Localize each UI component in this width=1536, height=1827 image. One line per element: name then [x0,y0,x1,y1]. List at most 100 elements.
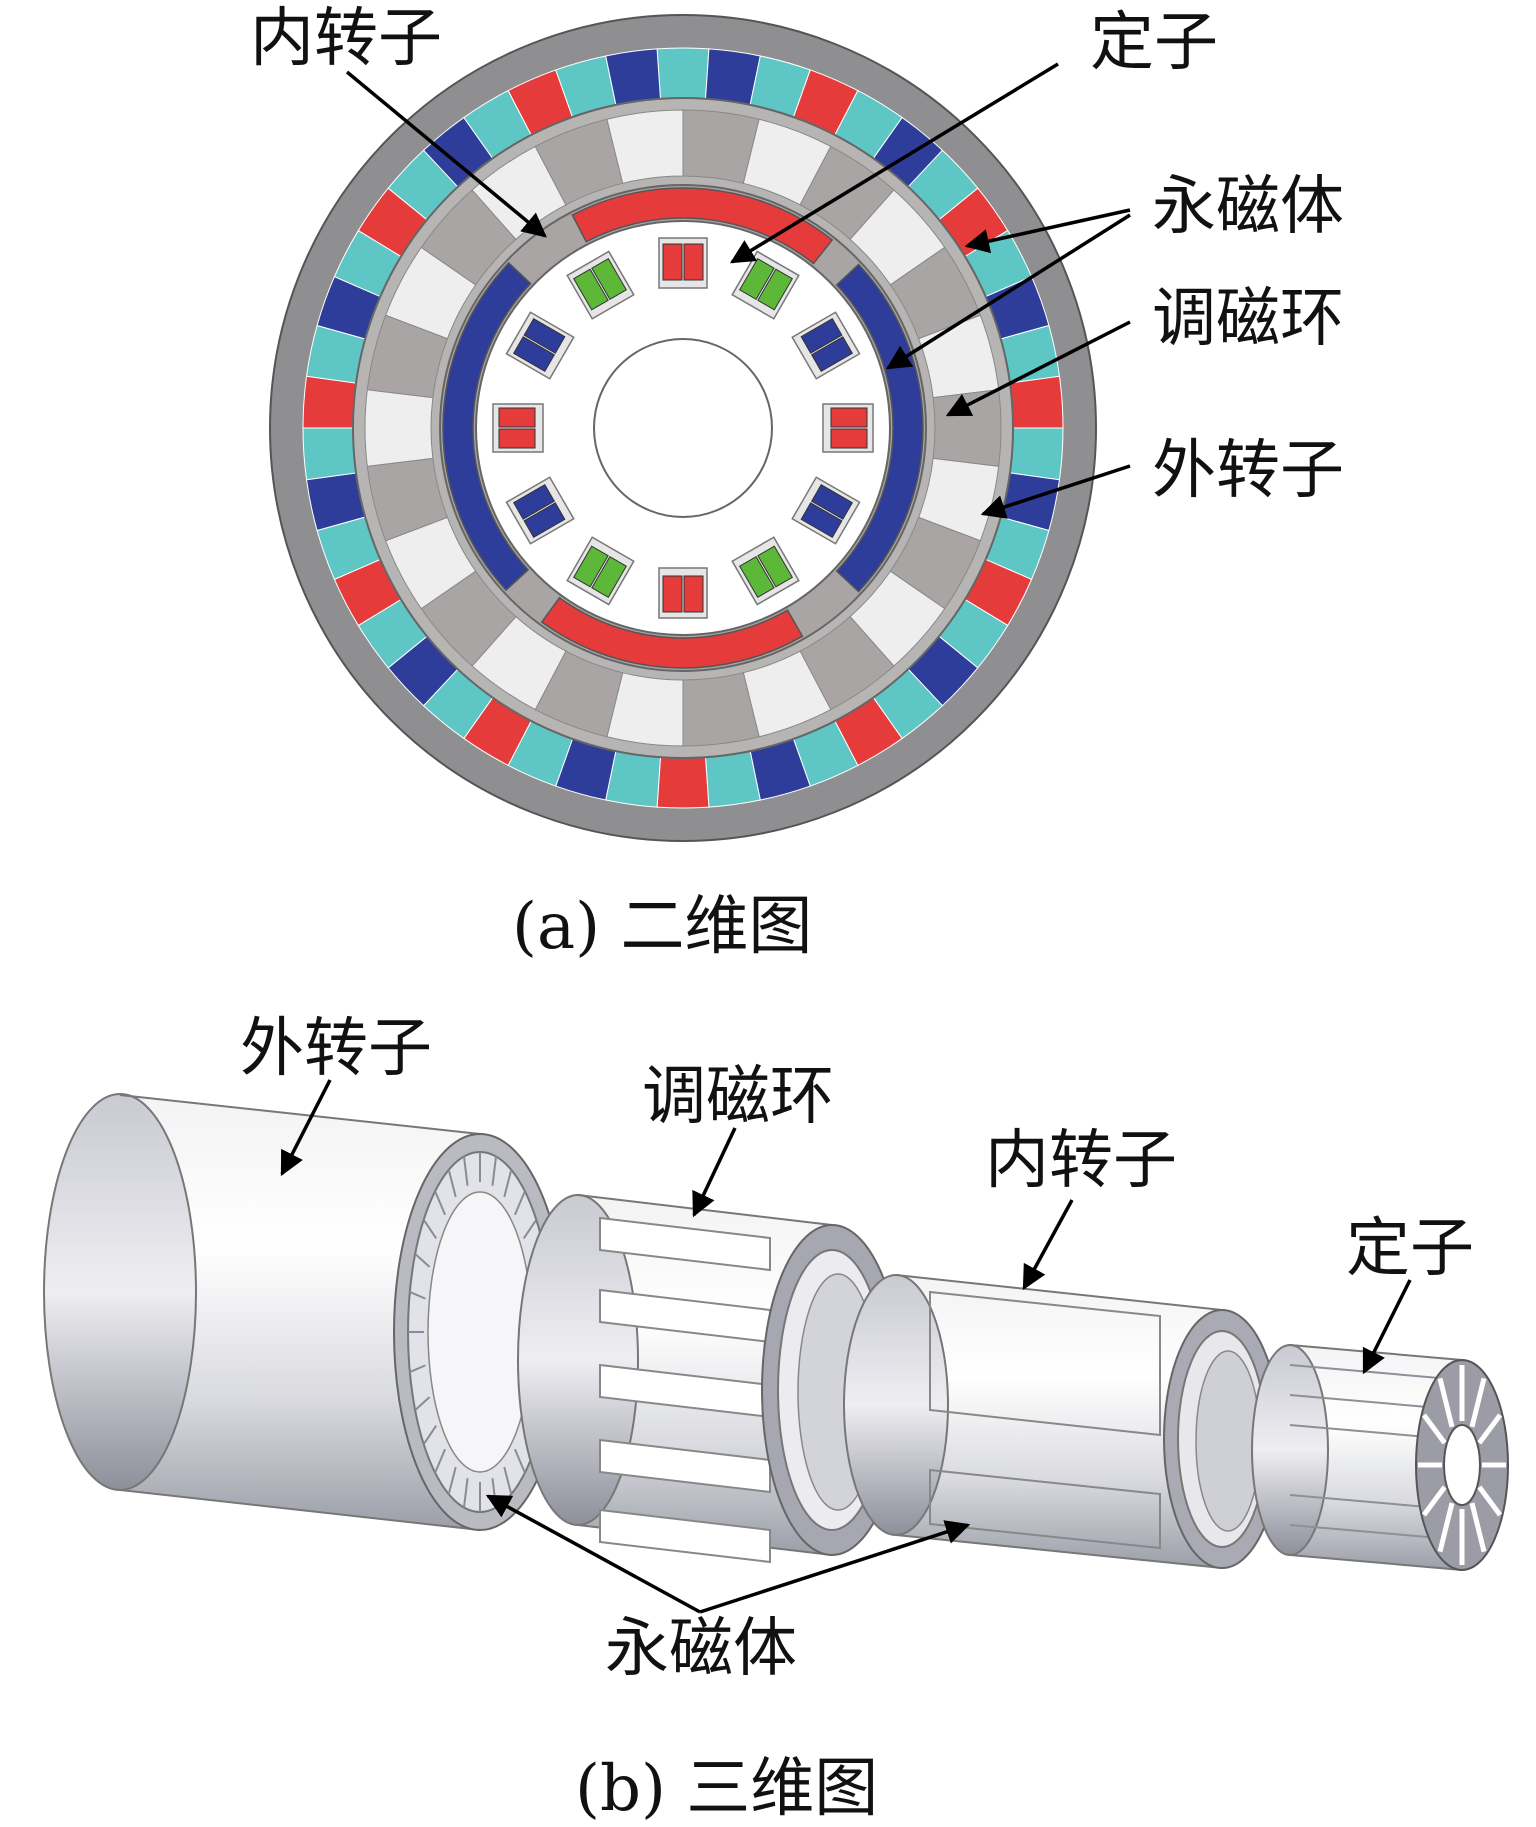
coil-side [591,257,628,301]
outer-magnet-segment [1009,375,1064,429]
slot-opening [791,311,861,380]
stator-slot [505,311,575,380]
label-inner-rotor-b: 内转子 [985,1124,1177,1198]
outer-rotor-slot-line [409,1364,426,1373]
slot-opening [791,476,861,545]
coil-side [757,268,794,311]
label-outer-rotor-a: 外转子 [1152,434,1344,508]
label-modulating-ring-b: 调磁环 [642,1060,834,1134]
stator-tooth-gap [1477,1485,1503,1517]
modulating-window [599,1216,771,1272]
outer-rotor-slot-line [409,1291,426,1300]
coil-side [830,407,868,428]
outer-rotor-magnet-ring [302,47,1064,809]
outer-rotor-slot-line [503,1169,513,1198]
outer-magnet-segment [302,427,357,481]
outer-magnet-segment [704,750,761,808]
slot-opening [566,250,635,320]
coil-side [662,243,683,281]
shaft-bore [593,338,773,518]
label-permanent-magnet-b: 永磁体 [605,1612,797,1686]
modulating-segment [606,109,684,184]
outer-rotor-slot-line [447,1466,457,1495]
stator-slot [731,536,800,606]
stator-tooth-gap [1437,1377,1455,1428]
cross-section-diagram [269,14,1097,842]
stator-tooth-gap [1421,1485,1447,1517]
stator-tooth-gap [1477,1413,1503,1445]
modulating-segment [932,389,1002,467]
label-outer-rotor-b: 外转子 [240,1012,432,1086]
coil-side [512,483,556,520]
inner-rotor-magnet [540,596,804,669]
outer-rotor-slot-line [491,1156,498,1186]
outer-magnet-segment [302,375,357,429]
coil-side [591,555,628,599]
stator-end-face-teeth [1418,1365,1506,1565]
stator-slot [566,536,635,606]
stator-slot [791,476,861,545]
label-inner-rotor-a: 内转子 [250,2,442,76]
coil-side [572,545,609,588]
coil-side [662,575,683,613]
slot-opening [731,250,800,320]
inner-rotor-magnet [571,187,834,265]
stator-3d [1251,1344,1509,1571]
outer-magnet-segment [656,756,710,809]
coil-side [512,336,556,373]
caption-a: (a) 二维图 [512,890,812,964]
coil-side [523,317,566,354]
exploded-3d-diagram [43,1093,1509,1571]
modulating-segment [364,389,434,467]
stator-slot [492,403,544,453]
modulating-window [599,1508,771,1564]
label-stator-a: 定子 [1090,6,1218,80]
modulating-ring-segments [364,109,1002,747]
outer-rotor-slot-line [447,1169,457,1198]
coil-side [738,555,775,599]
stator-slot [791,311,861,380]
outer-rotor-slot-line [462,1478,469,1508]
outer-rotor-slot-line [422,1424,438,1445]
outer-rotor-slot-line [513,1190,526,1216]
inner-rotor-magnet [442,261,532,592]
outer-rotor-slot-line [462,1156,469,1186]
stator-tooth-gap [1437,1502,1455,1553]
coil-side [800,502,843,539]
outer-rotor-slot-line [522,1219,538,1240]
outer-rotor-slot-line [513,1448,526,1474]
modulating-ring-3d [517,1194,903,1564]
stator-tooth-gap [1469,1502,1487,1553]
label-stator-b: 定子 [1346,1212,1474,1286]
label-modulating-ring-a: 调磁环 [1152,282,1344,356]
slot-opening [731,536,800,606]
coil-side [498,407,536,428]
coil-side [572,268,609,311]
stator-slot [658,237,708,289]
outer-magnet-segment [1009,427,1064,481]
slot-opening [505,476,575,545]
stator-slot [658,567,708,619]
coil-side [830,428,868,449]
outer-magnet-segment [605,48,662,106]
outer-rotor-slot-line [434,1190,447,1216]
stator-tooth-gap [1469,1377,1487,1428]
slot-opening [566,536,635,606]
coil-side [810,483,854,520]
stator-coil-slots [492,237,874,619]
coil-side [810,336,854,373]
coil-side [683,243,704,281]
slot-opening [505,311,575,380]
panel-a-annotations: 内转子 定子 永磁体 调磁环 外转子 (a) 二维图 [250,2,1344,964]
stator-slot [822,403,874,453]
outer-rotor-slot-line [414,1396,431,1411]
outer-rotor-slot-line [422,1219,438,1240]
caption-b: (b) 三维图 [575,1752,878,1826]
modulating-window [599,1438,771,1494]
coil-side [683,575,704,613]
coil-side [523,502,566,539]
stator-slot [505,476,575,545]
outer-rotor-slot-line [434,1448,447,1474]
coil-side [738,257,775,301]
